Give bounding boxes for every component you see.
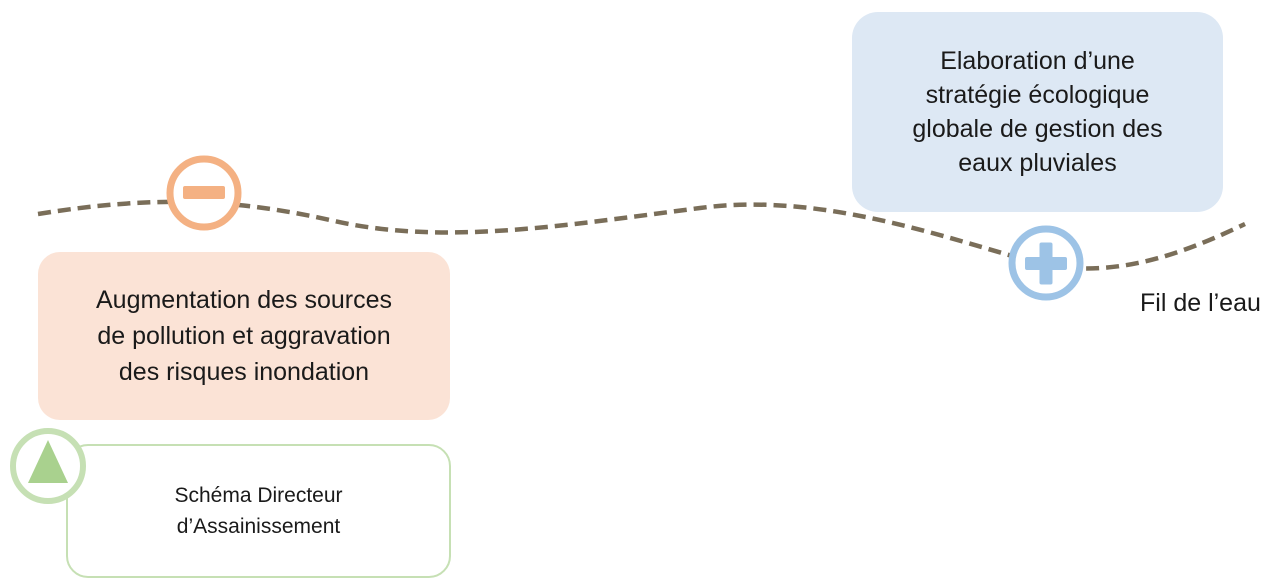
strategy-box: Elaboration d’une stratégie écologique g… [852, 12, 1223, 212]
flow-label: Fil de l’eau [1140, 289, 1261, 317]
schema-box: Schéma Directeur d’Assainissement [66, 444, 451, 578]
pollution-box: Augmentation des sources de pollution et… [38, 252, 450, 420]
